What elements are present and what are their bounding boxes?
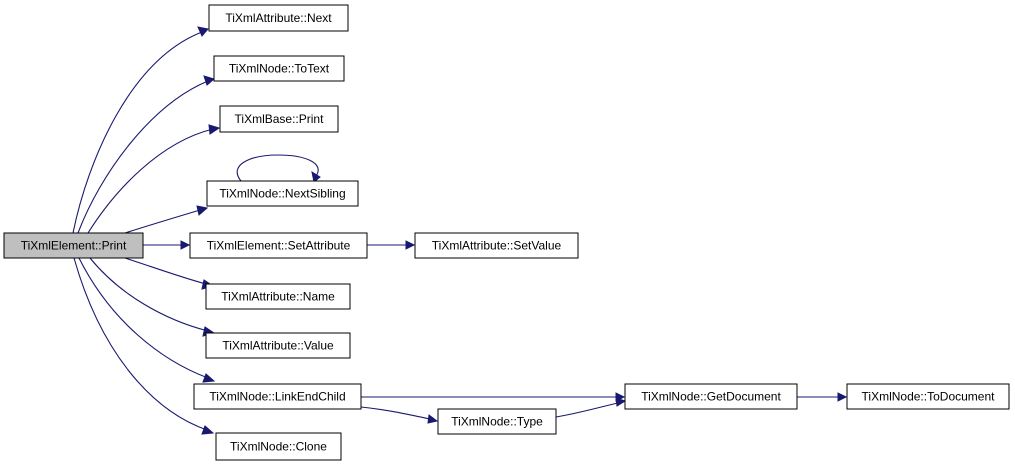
node-label: TiXmlAttribute::Next: [225, 11, 332, 25]
node-label: TiXmlAttribute::SetValue: [432, 239, 562, 253]
node-tixmlnode-totext[interactable]: TiXmlNode::ToText: [213, 55, 345, 82]
node-label: TiXmlNode::Type: [451, 415, 543, 429]
node-label: TiXmlNode::Clone: [230, 440, 327, 454]
node-tixmlattribute-value[interactable]: TiXmlAttribute::Value: [205, 332, 351, 359]
edge-print-to-element-setattribute: [143, 240, 191, 250]
edge-print-to-node-totext: [77, 75, 216, 234]
node-tixmlnode-nextsibling[interactable]: TiXmlNode::NextSibling: [206, 180, 359, 207]
node-tixmlbase-print[interactable]: TiXmlBase::Print: [219, 105, 339, 133]
edge-print-to-node-nextsibling: [124, 205, 209, 234]
node-label: TiXmlAttribute::Value: [222, 339, 334, 353]
node-label: TiXmlAttribute::Name: [221, 290, 335, 304]
node-tixmlelement-setattribute[interactable]: TiXmlElement::SetAttribute: [189, 232, 368, 259]
node-tixmlnode-getdocument[interactable]: TiXmlNode::GetDocument: [624, 383, 798, 410]
nodes: TiXmlElement::Print TiXmlAttribute::Next…: [3, 4, 1010, 461]
node-tixmlnode-todocument[interactable]: TiXmlNode::ToDocument: [846, 383, 1010, 410]
node-tixmlattribute-name[interactable]: TiXmlAttribute::Name: [205, 283, 351, 310]
node-label: TiXmlNode::LinkEndChild: [209, 390, 345, 404]
edges: [72, 26, 848, 435]
node-label: TiXmlElement::SetAttribute: [207, 239, 351, 253]
node-label: TiXmlNode::GetDocument: [641, 390, 781, 404]
edge-nextsibling-self-loop: [236, 154, 321, 183]
node-tixmlelement-print[interactable]: TiXmlElement::Print: [3, 232, 144, 259]
node-tixmlnode-clone[interactable]: TiXmlNode::Clone: [215, 432, 342, 461]
edge-print-to-attribute-name: [124, 257, 215, 290]
node-tixmlnode-linkendchild[interactable]: TiXmlNode::LinkEndChild: [193, 383, 362, 410]
node-tixmlattribute-setvalue[interactable]: TiXmlAttribute::SetValue: [414, 232, 579, 259]
node-tixmlnode-type[interactable]: TiXmlNode::Type: [437, 408, 557, 435]
edge-print-to-node-linkendchild: [78, 257, 216, 383]
edge-type-to-node-getdocument: [555, 397, 627, 418]
node-label: TiXmlNode::NextSibling: [219, 187, 345, 201]
node-label: TiXmlBase::Print: [235, 112, 325, 126]
edge-linkendchild-to-node-getdocument: [361, 392, 626, 402]
node-tixmlattribute-next[interactable]: TiXmlAttribute::Next: [208, 4, 349, 32]
edge-print-to-node-clone: [73, 257, 215, 435]
edge-getdocument-to-node-todocument: [797, 392, 848, 402]
edge-print-to-base-print: [87, 124, 221, 234]
edge-linkendchild-to-node-type: [360, 406, 439, 424]
edge-setattribute-to-attribute-setvalue: [367, 240, 416, 250]
node-label: TiXmlNode::ToText: [229, 62, 330, 76]
node-label: TiXmlNode::ToDocument: [862, 390, 996, 404]
edge-print-to-attribute-next: [72, 26, 209, 234]
node-label: TiXmlElement::Print: [21, 239, 127, 253]
edge-print-to-attribute-value: [89, 257, 216, 337]
